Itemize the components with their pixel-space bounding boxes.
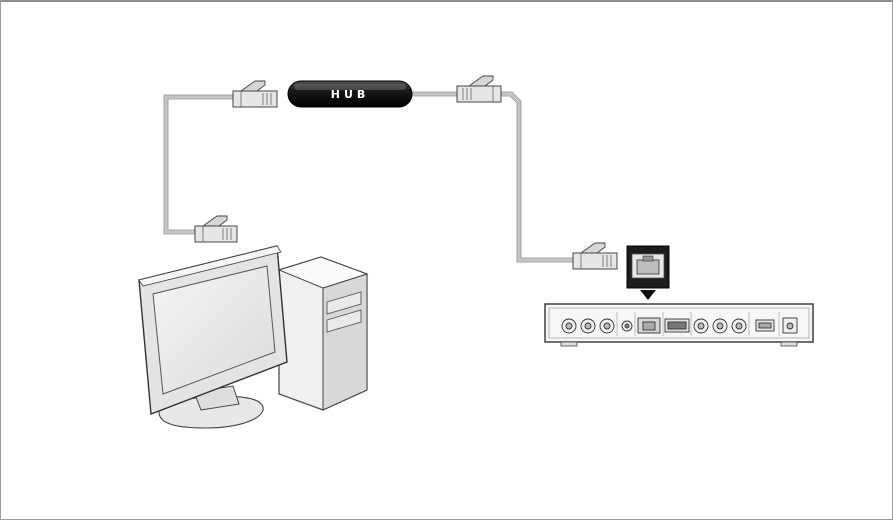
media-player-connectors xyxy=(561,317,798,334)
cable-hub-to-player-outline xyxy=(411,91,579,263)
rj45-plug-icon xyxy=(232,80,278,108)
media-player-panel-dividers xyxy=(616,312,780,336)
computer-tower xyxy=(277,256,369,411)
network-hub: HUB xyxy=(287,80,413,108)
hub-label: HUB xyxy=(331,88,370,101)
computer-monitor xyxy=(138,245,288,429)
rj45-plug-icon xyxy=(572,242,618,270)
lan-port-callout xyxy=(626,245,670,300)
cable-hub-to-player xyxy=(411,92,579,262)
cable-computer-to-hub xyxy=(164,95,239,234)
cable-computer-to-hub-outline xyxy=(163,94,239,235)
rj45-plug-icon xyxy=(456,75,502,103)
rj45-plug-icon xyxy=(194,215,238,243)
